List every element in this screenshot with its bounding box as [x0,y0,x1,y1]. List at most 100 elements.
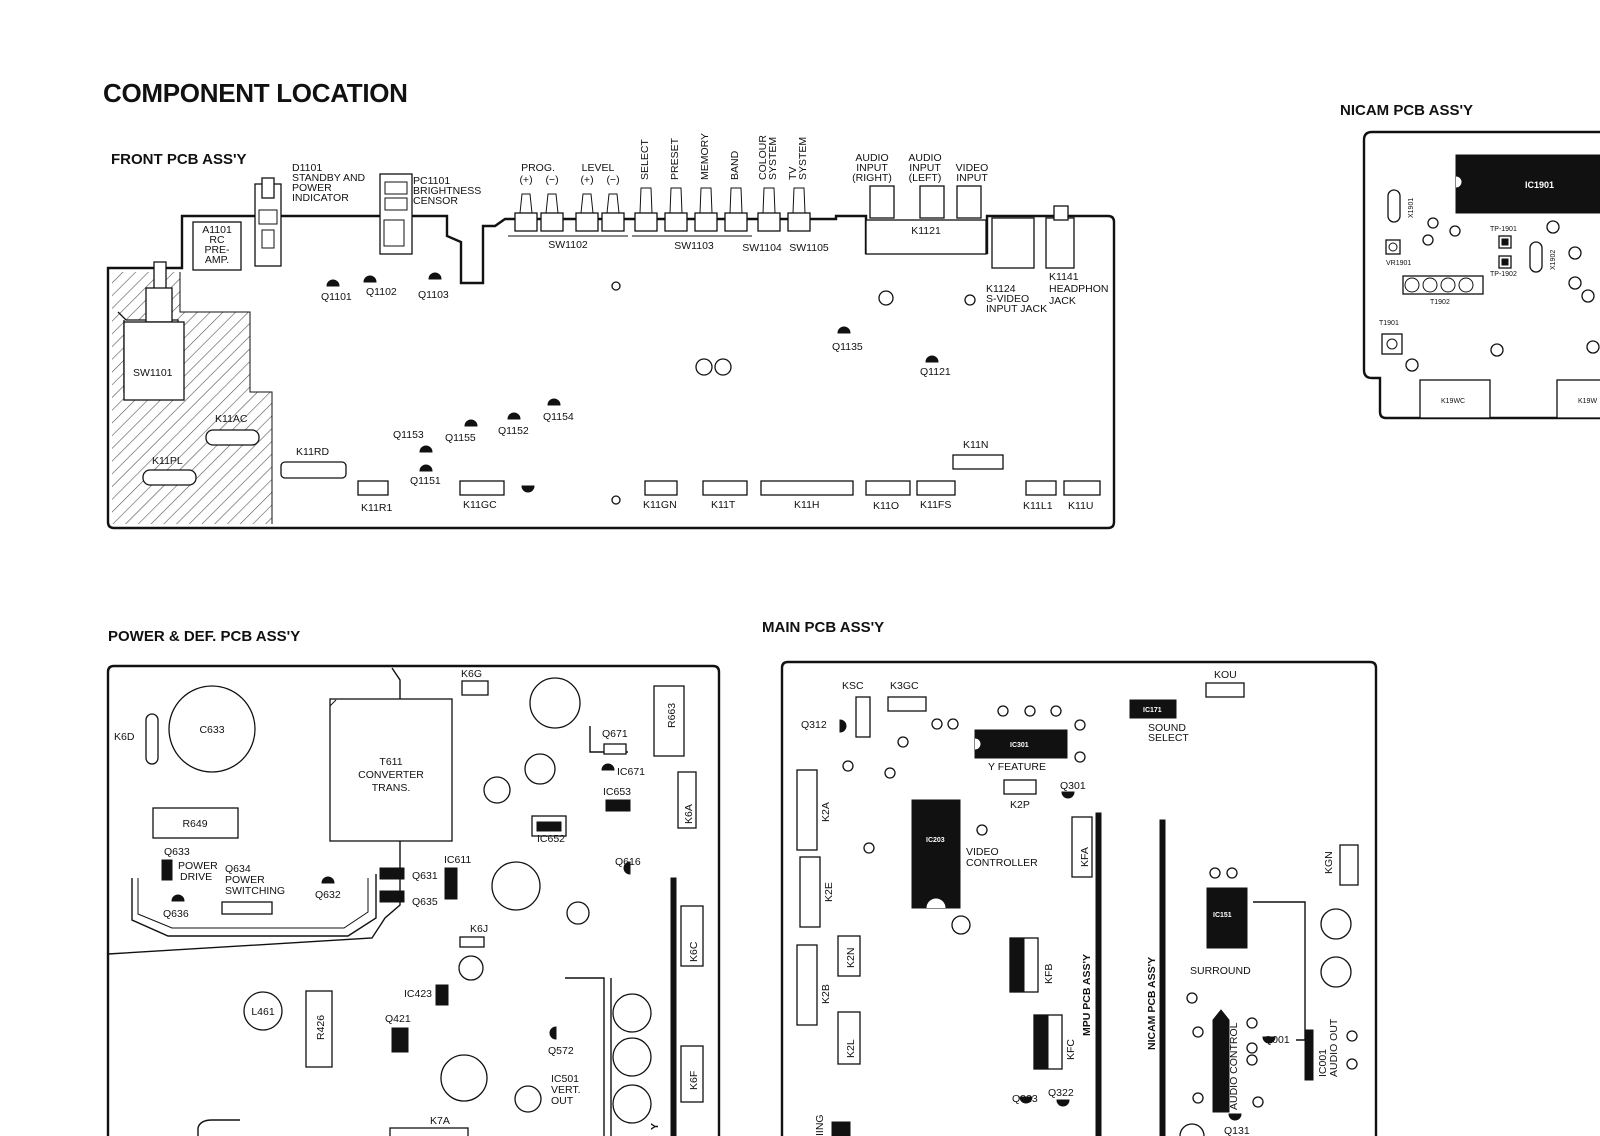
sw1101-switch [123,261,185,401]
main-pcb-board [780,660,1378,1136]
r426-label: R426 [315,1015,327,1040]
sw1103-label: SW1103 [674,240,714,252]
power-edge-y-label: Y [649,1123,661,1130]
k1124-label-2: S-VIDEO [986,293,1029,305]
q1154-label: Q1154 [543,411,574,423]
q421-label: Q421 [385,1013,411,1025]
q616-label: Q616 [615,856,641,868]
d1101-label-2: STANDBY AND [292,172,366,184]
sound-select-label-2: SELECT [1148,732,1189,744]
x1902-label: X1902 [1550,250,1557,270]
sound-select-label-1: SOUND [1148,722,1186,734]
q671-label: Q671 [602,728,628,740]
t611-label-3: TRANS. [372,782,411,794]
tv-system-label-1: TV [787,167,799,180]
prog-plus-label: (+) [519,174,532,186]
ksc-label: KSC [842,680,864,692]
k19w-label: K19W [1578,398,1597,405]
d1101-label-3: POWER [292,182,332,194]
d1101-label-4: INDICATOR [292,192,349,204]
sw1105-label: SW1105 [789,242,829,254]
q635-label: Q635 [412,896,438,908]
memory-label: MEMORY [699,133,711,180]
a1101-label-1: A1101 [202,224,232,236]
k2e-label: K2E [823,882,835,902]
ic001-label-2: AUDIO OUT [1328,1018,1340,1077]
power-drive-label-1: POWER [178,860,218,872]
t1901-label: T1901 [1379,320,1399,327]
kfa-label: KFA [1079,847,1091,867]
audio-left-label-1: AUDIO [908,152,941,164]
ic301-label: IC301 [1010,742,1029,749]
ic501-label-2: VERT. [551,1084,581,1096]
nicam-labels: IC1901 X1901 VR1901 TP-1901 TP-1902 X190… [1379,180,1597,405]
k2l-label: K2L [845,1039,857,1058]
k11n-label: K11N [963,439,989,451]
k1141-jack [1045,205,1075,269]
sw1104-label: SW1104 [742,242,782,254]
a1101-box [192,221,242,271]
kgn-label: KGN [1323,851,1335,874]
nicam-pcb-board [1362,130,1600,420]
q1121-label: Q1121 [920,366,951,378]
kou-label: KOU [1214,669,1237,681]
k1121-label: K1121 [911,225,941,237]
r649-label: R649 [182,818,207,830]
kfb-label: KFB [1043,964,1055,984]
prog-label: PROG. [521,162,555,174]
preset-label: PRESET [669,137,681,180]
surround-label: SURROUND [1190,965,1251,977]
x1901-label: X1901 [1408,198,1415,218]
k3gc-label: K3GC [890,680,919,692]
k6g-label: K6G [461,668,482,680]
ic151-label: IC151 [1213,912,1232,919]
page-title: COMPONENT LOCATION [103,78,408,108]
k11t-label: K11T [711,499,736,511]
q634-label-2: POWER [225,874,265,886]
k6j-label: K6J [470,923,488,935]
nicam-pcb-vertical-label: NICAM PCB ASS'Y [1146,957,1158,1050]
power-pcb-board [106,664,721,1136]
q1155-label: Q1155 [445,432,476,444]
a1101-label-4: AMP. [205,254,229,266]
k1124-jack [991,217,1035,269]
audio-right-label-2: INPUT [856,162,888,174]
ic671-label: IC671 [617,766,645,778]
front-buttons [508,187,811,237]
d1101-label-1: D1101 [292,162,322,174]
pc1101-label-2: BRIGHTNESS [413,185,481,197]
k11fs-label: K11FS [920,499,951,511]
ic653-label: IC653 [603,786,631,798]
q636-label: Q636 [163,908,189,920]
select-label: SELECT [639,139,651,180]
q1135-label: Q1135 [832,341,863,353]
q131-label: Q131 [1224,1125,1250,1136]
a1101-label-2: RC [209,234,225,246]
audio-left-label-3: (LEFT) [909,172,942,184]
front-labels: D1101 STANDBY AND POWER INDICATOR PC1101… [133,133,1109,514]
k1124-label-1: K1124 [986,283,1016,295]
k2b-label: K2B [820,984,832,1004]
k11rd-label: K11RD [296,446,329,458]
q1151-label: Q1151 [410,475,441,487]
audio-right-label-3: (RIGHT) [852,172,892,184]
q1101-label: Q1101 [321,291,352,303]
front-holes [611,281,976,505]
k6d-label: K6D [114,731,135,743]
ic171-label: IC171 [1143,707,1162,714]
sw1101-label: SW1101 [133,367,173,379]
band-label: BAND [729,150,741,180]
video-controller-label-2: CONTROLLER [966,857,1038,869]
k2n-label: K2N [845,948,857,968]
sw1102-label: SW1102 [548,239,588,251]
q001-label: Q001 [1264,1034,1290,1046]
prog-minus-label: (−) [545,174,558,186]
ic1901-label: IC1901 [1525,180,1554,190]
ic203-label: IC203 [926,837,945,844]
k11pl-label: K11PL [152,455,183,467]
q1103-label: Q1103 [418,289,449,301]
k11h-label: K11H [794,499,820,511]
vr1901-label: VR1901 [1386,260,1411,267]
q633-label: Q633 [164,846,190,858]
ic611-label: IC611 [444,854,471,866]
